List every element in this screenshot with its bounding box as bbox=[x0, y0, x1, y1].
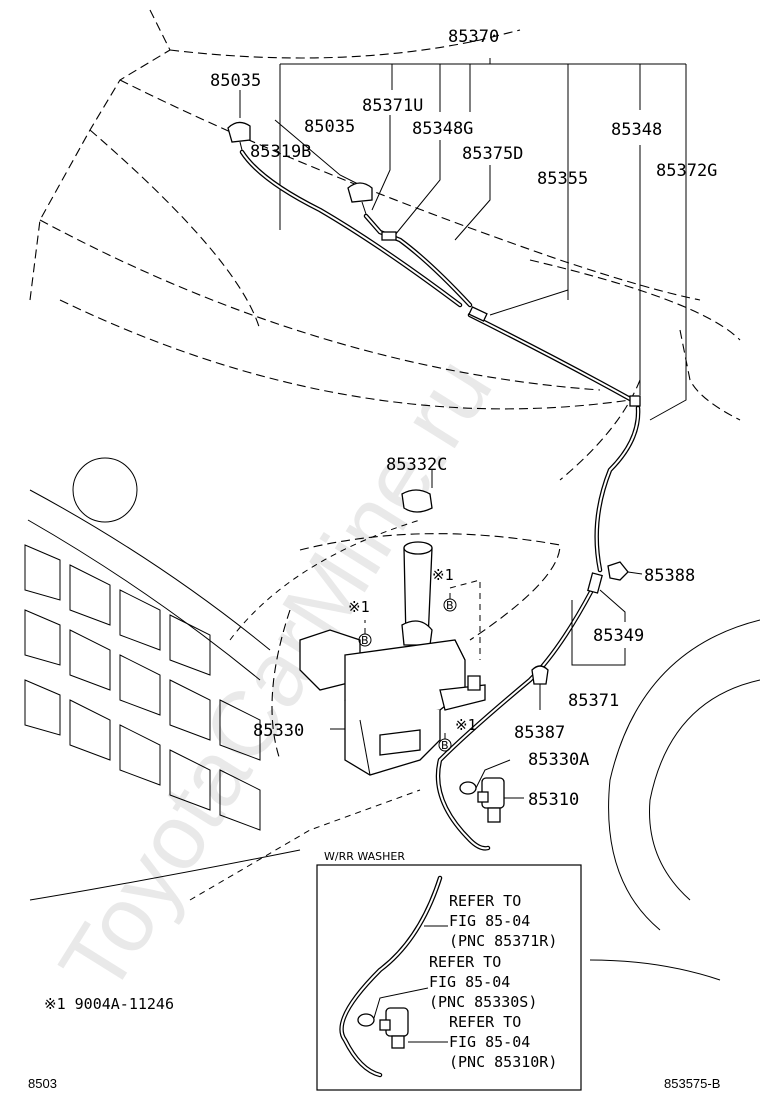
label-85387: 85387 bbox=[514, 723, 565, 743]
refer1-line2: FIG 85-04 bbox=[449, 912, 530, 930]
svg-text:B: B bbox=[361, 634, 369, 647]
grommet-85330A bbox=[459, 759, 511, 795]
refer1-line1: REFER TO bbox=[449, 892, 521, 910]
label-85348: 85348 bbox=[611, 120, 662, 140]
inset-title: W/RR WASHER bbox=[324, 850, 405, 863]
hoses-top bbox=[239, 149, 641, 851]
label-85388: 85388 bbox=[644, 566, 695, 586]
pump-85310 bbox=[477, 777, 524, 823]
refer3-line3: (PNC 85310R) bbox=[449, 1053, 557, 1071]
footnote: ※1 9004A-11246 bbox=[44, 995, 174, 1013]
wheel-arch bbox=[589, 619, 760, 981]
label-85035-a: 85035 bbox=[210, 71, 261, 91]
label-85355: 85355 bbox=[537, 169, 588, 189]
nozzle-left bbox=[227, 121, 251, 151]
refer3-line1: REFER TO bbox=[449, 1013, 521, 1031]
grille bbox=[24, 457, 301, 901]
nozzle-right bbox=[347, 182, 373, 215]
leader-lines-top bbox=[239, 58, 687, 421]
refer3-line2: FIG 85-04 bbox=[449, 1033, 530, 1051]
vehicle-outline bbox=[29, 9, 741, 901]
label-85371: 85371 bbox=[568, 691, 619, 711]
corner-code-left: 8503 bbox=[28, 1076, 57, 1091]
label-85310: 85310 bbox=[528, 790, 579, 810]
refer1-line3: (PNC 85371R) bbox=[449, 932, 557, 950]
clip-85388 bbox=[607, 561, 643, 581]
svg-text:B: B bbox=[441, 739, 449, 752]
clip-85387 bbox=[531, 665, 549, 710]
label-85332C: 85332C bbox=[386, 455, 447, 475]
label-85330A: 85330A bbox=[528, 750, 589, 770]
label-85349: 85349 bbox=[593, 626, 644, 646]
label-85371U: 85371U bbox=[362, 96, 423, 116]
washer-tank bbox=[299, 489, 486, 776]
mark1-a: ※1 bbox=[432, 566, 454, 584]
leader-lines-mid bbox=[330, 470, 626, 730]
refer2-line2: FIG 85-04 bbox=[429, 973, 510, 991]
label-85035-b: 85035 bbox=[304, 117, 355, 137]
refer2-line3: (PNC 85330S) bbox=[429, 993, 537, 1011]
svg-text:B: B bbox=[446, 599, 454, 612]
inset-rr-washer: W/RR WASHER bbox=[316, 850, 582, 1091]
refer2-line1: REFER TO bbox=[429, 953, 501, 971]
mark1-c: ※1 bbox=[455, 716, 477, 734]
bolt-markers: B B B bbox=[358, 579, 481, 752]
label-85319B: 85319B bbox=[250, 142, 311, 162]
label-85375D: 85375D bbox=[462, 144, 523, 164]
label-85372G: 85372G bbox=[656, 161, 717, 181]
corner-code-right: 853575-B bbox=[664, 1076, 720, 1091]
label-85370: 85370 bbox=[448, 27, 499, 47]
mark1-b: ※1 bbox=[348, 598, 370, 616]
label-85330: 85330 bbox=[253, 721, 304, 741]
label-85348G: 85348G bbox=[412, 119, 473, 139]
